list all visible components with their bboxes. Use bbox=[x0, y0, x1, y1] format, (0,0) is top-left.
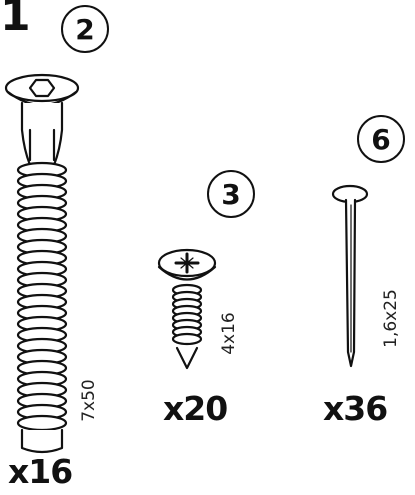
part-quantity: x36 bbox=[323, 389, 388, 428]
connector-screw-icon bbox=[4, 73, 80, 454]
step-number: 1 bbox=[0, 0, 31, 41]
part-size-label: 1,6x25 bbox=[380, 289, 401, 348]
part-size-label: 4x16 bbox=[218, 312, 239, 355]
part-id-badge: 3 bbox=[207, 170, 255, 218]
part-quantity: x20 bbox=[163, 389, 228, 428]
part-size-label: 7x50 bbox=[78, 379, 99, 422]
part-quantity: x16 bbox=[8, 452, 73, 491]
part-id-badge: 6 bbox=[357, 115, 405, 163]
wood-screw-icon bbox=[157, 248, 217, 370]
nail-icon bbox=[331, 184, 369, 368]
part-id-badge: 2 bbox=[61, 5, 109, 53]
